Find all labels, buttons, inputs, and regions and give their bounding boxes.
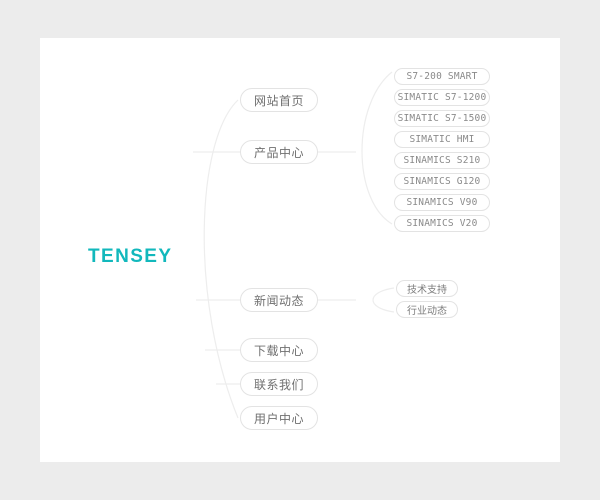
node-product-center[interactable]: 产品中心 [240,140,318,164]
node-download[interactable]: 下载中心 [240,338,318,362]
node-homepage[interactable]: 网站首页 [240,88,318,112]
node-contact[interactable]: 联系我们 [240,372,318,396]
node-user-center[interactable]: 用户中心 [240,406,318,430]
brand-logo: TENSEY [88,246,173,267]
node-news-tech-support[interactable]: 技术支持 [396,280,458,297]
node-product-sinamics-v90[interactable]: SINAMICS V90 [394,194,490,211]
node-product-simatic-s7-1500[interactable]: SIMATIC S7-1500 [394,110,490,127]
node-news[interactable]: 新闻动态 [240,288,318,312]
node-product-sinamics-g120[interactable]: SINAMICS G120 [394,173,490,190]
node-product-simatic-s7-1200[interactable]: SIMATIC S7-1200 [394,89,490,106]
node-news-industry-news[interactable]: 行业动态 [396,301,458,318]
node-product-sinamics-s210[interactable]: SINAMICS S210 [394,152,490,169]
node-product-s7-200-smart[interactable]: S7-200 SMART [394,68,490,85]
node-product-sinamics-v20[interactable]: SINAMICS V20 [394,215,490,232]
node-product-simatic-hmi[interactable]: SIMATIC HMI [394,131,490,148]
